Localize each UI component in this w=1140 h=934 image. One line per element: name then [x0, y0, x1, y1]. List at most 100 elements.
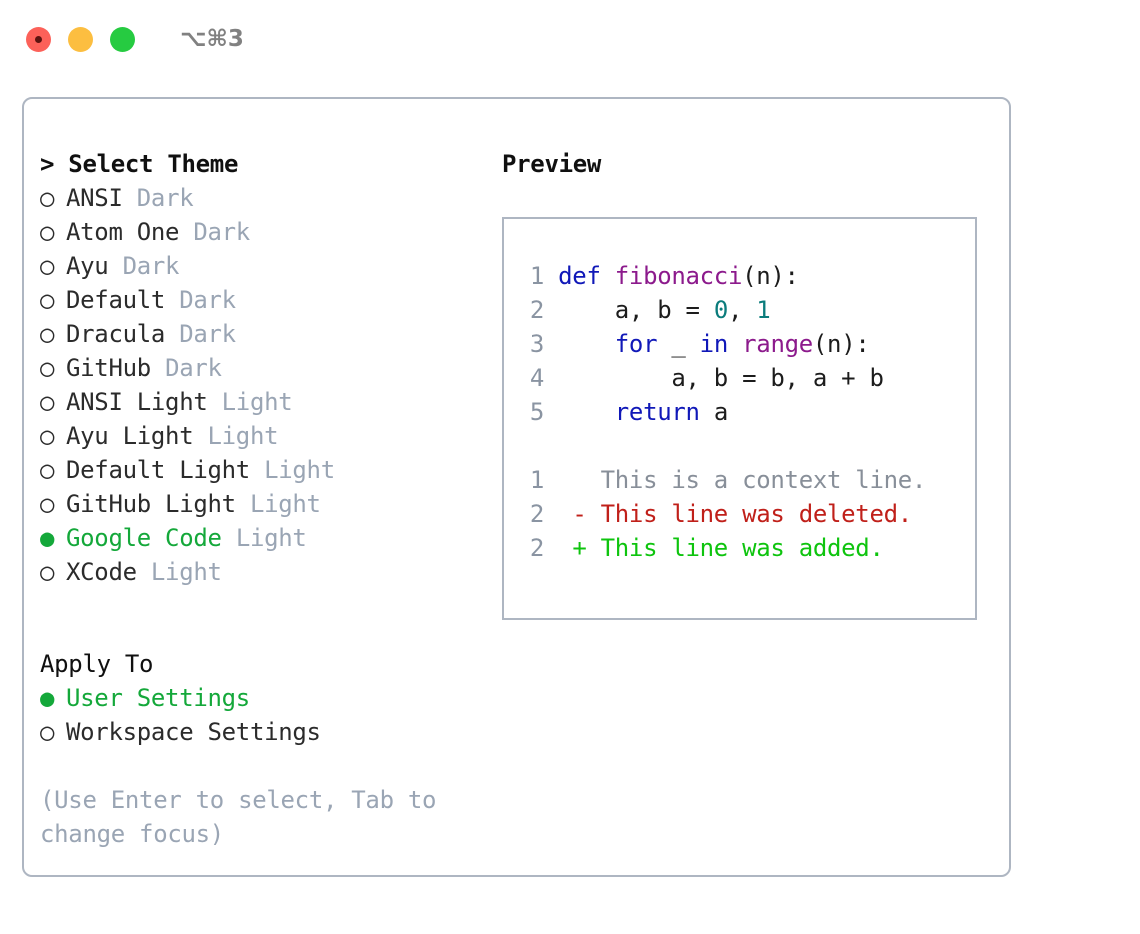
theme-option[interactable]: ● Google Code Light: [40, 521, 480, 555]
theme-option-name: Ayu Light: [66, 422, 194, 450]
theme-option-name: Atom One: [66, 218, 180, 246]
radio-unselected-icon: ○: [40, 320, 55, 348]
theme-option-name: ANSI: [66, 184, 123, 212]
code-token: 0: [713, 296, 728, 324]
keyboard-hint-text: (Use Enter to select, Tab to change focu…: [40, 786, 437, 848]
theme-option-variant: Light: [249, 490, 321, 518]
theme-option-name: GitHub: [66, 354, 151, 382]
code-token: (n):: [742, 262, 799, 290]
code-token: a, b =: [558, 296, 714, 324]
theme-option-name: XCode: [66, 558, 137, 586]
diff-line: 2 - This line was deleted.: [522, 497, 975, 531]
theme-option[interactable]: ○ ANSI Light Light: [40, 385, 480, 419]
apply-to-option[interactable]: ○ Workspace Settings: [40, 715, 480, 749]
apply-to-option[interactable]: ● User Settings: [40, 681, 480, 715]
radio-unselected-icon: ○: [40, 286, 55, 314]
zoom-button[interactable]: [110, 26, 135, 52]
traffic-light-group: [26, 26, 135, 52]
theme-option-name: Default Light: [66, 456, 250, 484]
minimize-button[interactable]: [68, 26, 93, 52]
diff-text: This is a context line.: [586, 466, 927, 494]
radio-unselected-icon: ○: [40, 252, 55, 280]
line-number: 3: [529, 330, 544, 358]
radio-unselected-icon: ○: [40, 184, 55, 212]
theme-option-name: GitHub Light: [66, 490, 236, 518]
close-button[interactable]: [26, 26, 51, 52]
theme-option-name: ANSI Light: [66, 388, 208, 416]
diff-sign: [572, 466, 586, 494]
code-token: a, b = b, a + b: [558, 364, 884, 392]
code-diff-spacer: [522, 429, 975, 463]
theme-option-variant: Dark: [136, 184, 194, 212]
diff-sample: 1 This is a context line.2 - This line w…: [522, 463, 975, 565]
code-line: 5 return a: [522, 395, 975, 429]
theme-picker-column: > Select Theme ○ANSI Dark○Atom One Dark○…: [40, 147, 480, 851]
theme-option[interactable]: ○ Ayu Light Light: [40, 419, 480, 453]
apply-to-option-name: User Settings: [66, 684, 250, 712]
theme-list[interactable]: ○ANSI Dark○Atom One Dark○Ayu Dark○Defaul…: [40, 181, 480, 589]
code-line: 1 def fibonacci(n):: [522, 259, 975, 293]
keyboard-shortcut-label: ⌥⌘3: [180, 26, 244, 52]
diff-text: This line was added.: [586, 534, 884, 562]
theme-option-variant: Dark: [179, 320, 236, 348]
theme-option-name: Ayu: [66, 252, 109, 280]
code-token: a: [699, 398, 728, 426]
code-line: 2 a, b = 0, 1: [522, 293, 975, 327]
theme-option-variant: Light: [221, 388, 293, 416]
code-token: (n):: [812, 330, 870, 358]
preview-column: Preview 1 def fibonacci(n):2 a, b = 0, 1…: [502, 147, 992, 620]
apply-to-option-name: Workspace Settings: [66, 718, 321, 746]
code-token: [601, 262, 615, 290]
code-token: in: [699, 330, 729, 358]
code-token: [728, 330, 742, 358]
code-token: ,: [727, 296, 757, 324]
code-token: _: [657, 330, 700, 358]
code-token: for: [614, 330, 658, 358]
radio-unselected-icon: ○: [40, 558, 55, 586]
theme-option-name: Default: [66, 286, 166, 314]
theme-option[interactable]: ○ GitHub Dark: [40, 351, 480, 385]
theme-option-variant: Dark: [179, 286, 236, 314]
theme-option-variant: Dark: [122, 252, 180, 280]
theme-option[interactable]: ○ Dracula Dark: [40, 317, 480, 351]
diff-line: 2 + This line was added.: [522, 531, 975, 565]
line-number: 5: [529, 398, 544, 426]
preview-title: Preview: [502, 150, 602, 178]
radio-unselected-icon: ○: [40, 422, 55, 450]
theme-option-variant: Light: [235, 524, 307, 552]
radio-selected-icon: ●: [40, 684, 55, 712]
theme-option-variant: Dark: [165, 354, 222, 382]
radio-unselected-icon: ○: [40, 718, 55, 746]
code-token: 1: [756, 296, 771, 324]
theme-option[interactable]: ○Default Light Light: [40, 453, 480, 487]
theme-option-variant: Light: [207, 422, 279, 450]
theme-option[interactable]: ○Atom One Dark: [40, 215, 480, 249]
code-token: return: [614, 398, 700, 426]
main-panel: > Select Theme ○ANSI Dark○Atom One Dark○…: [22, 97, 1011, 877]
code-token: [558, 398, 615, 426]
radio-unselected-icon: ○: [40, 354, 55, 382]
radio-selected-icon: ●: [40, 524, 55, 552]
theme-option-name: Google Code: [66, 524, 222, 552]
theme-option-name: Dracula: [66, 320, 166, 348]
radio-unselected-icon: ○: [40, 456, 55, 484]
code-token: fibonacci: [614, 262, 743, 290]
theme-option[interactable]: ○ ANSI Dark: [40, 181, 480, 215]
code-token: def: [558, 262, 601, 290]
theme-option[interactable]: ○XCode Light: [40, 555, 480, 589]
code-token: range: [742, 330, 813, 358]
theme-option[interactable]: ○ Default Dark: [40, 283, 480, 317]
theme-option[interactable]: ○ Ayu Dark: [40, 249, 480, 283]
line-number: 2: [529, 296, 544, 324]
apply-to-list[interactable]: ● User Settings ○ Workspace Settings: [40, 681, 480, 749]
theme-option-variant: Dark: [193, 218, 250, 246]
radio-unselected-icon: ○: [40, 388, 55, 416]
line-number: 1: [529, 262, 544, 290]
line-number: 2: [529, 534, 544, 562]
theme-option[interactable]: ○GitHub Light Light: [40, 487, 480, 521]
line-number: 4: [529, 364, 544, 392]
diff-sign: +: [572, 534, 587, 562]
